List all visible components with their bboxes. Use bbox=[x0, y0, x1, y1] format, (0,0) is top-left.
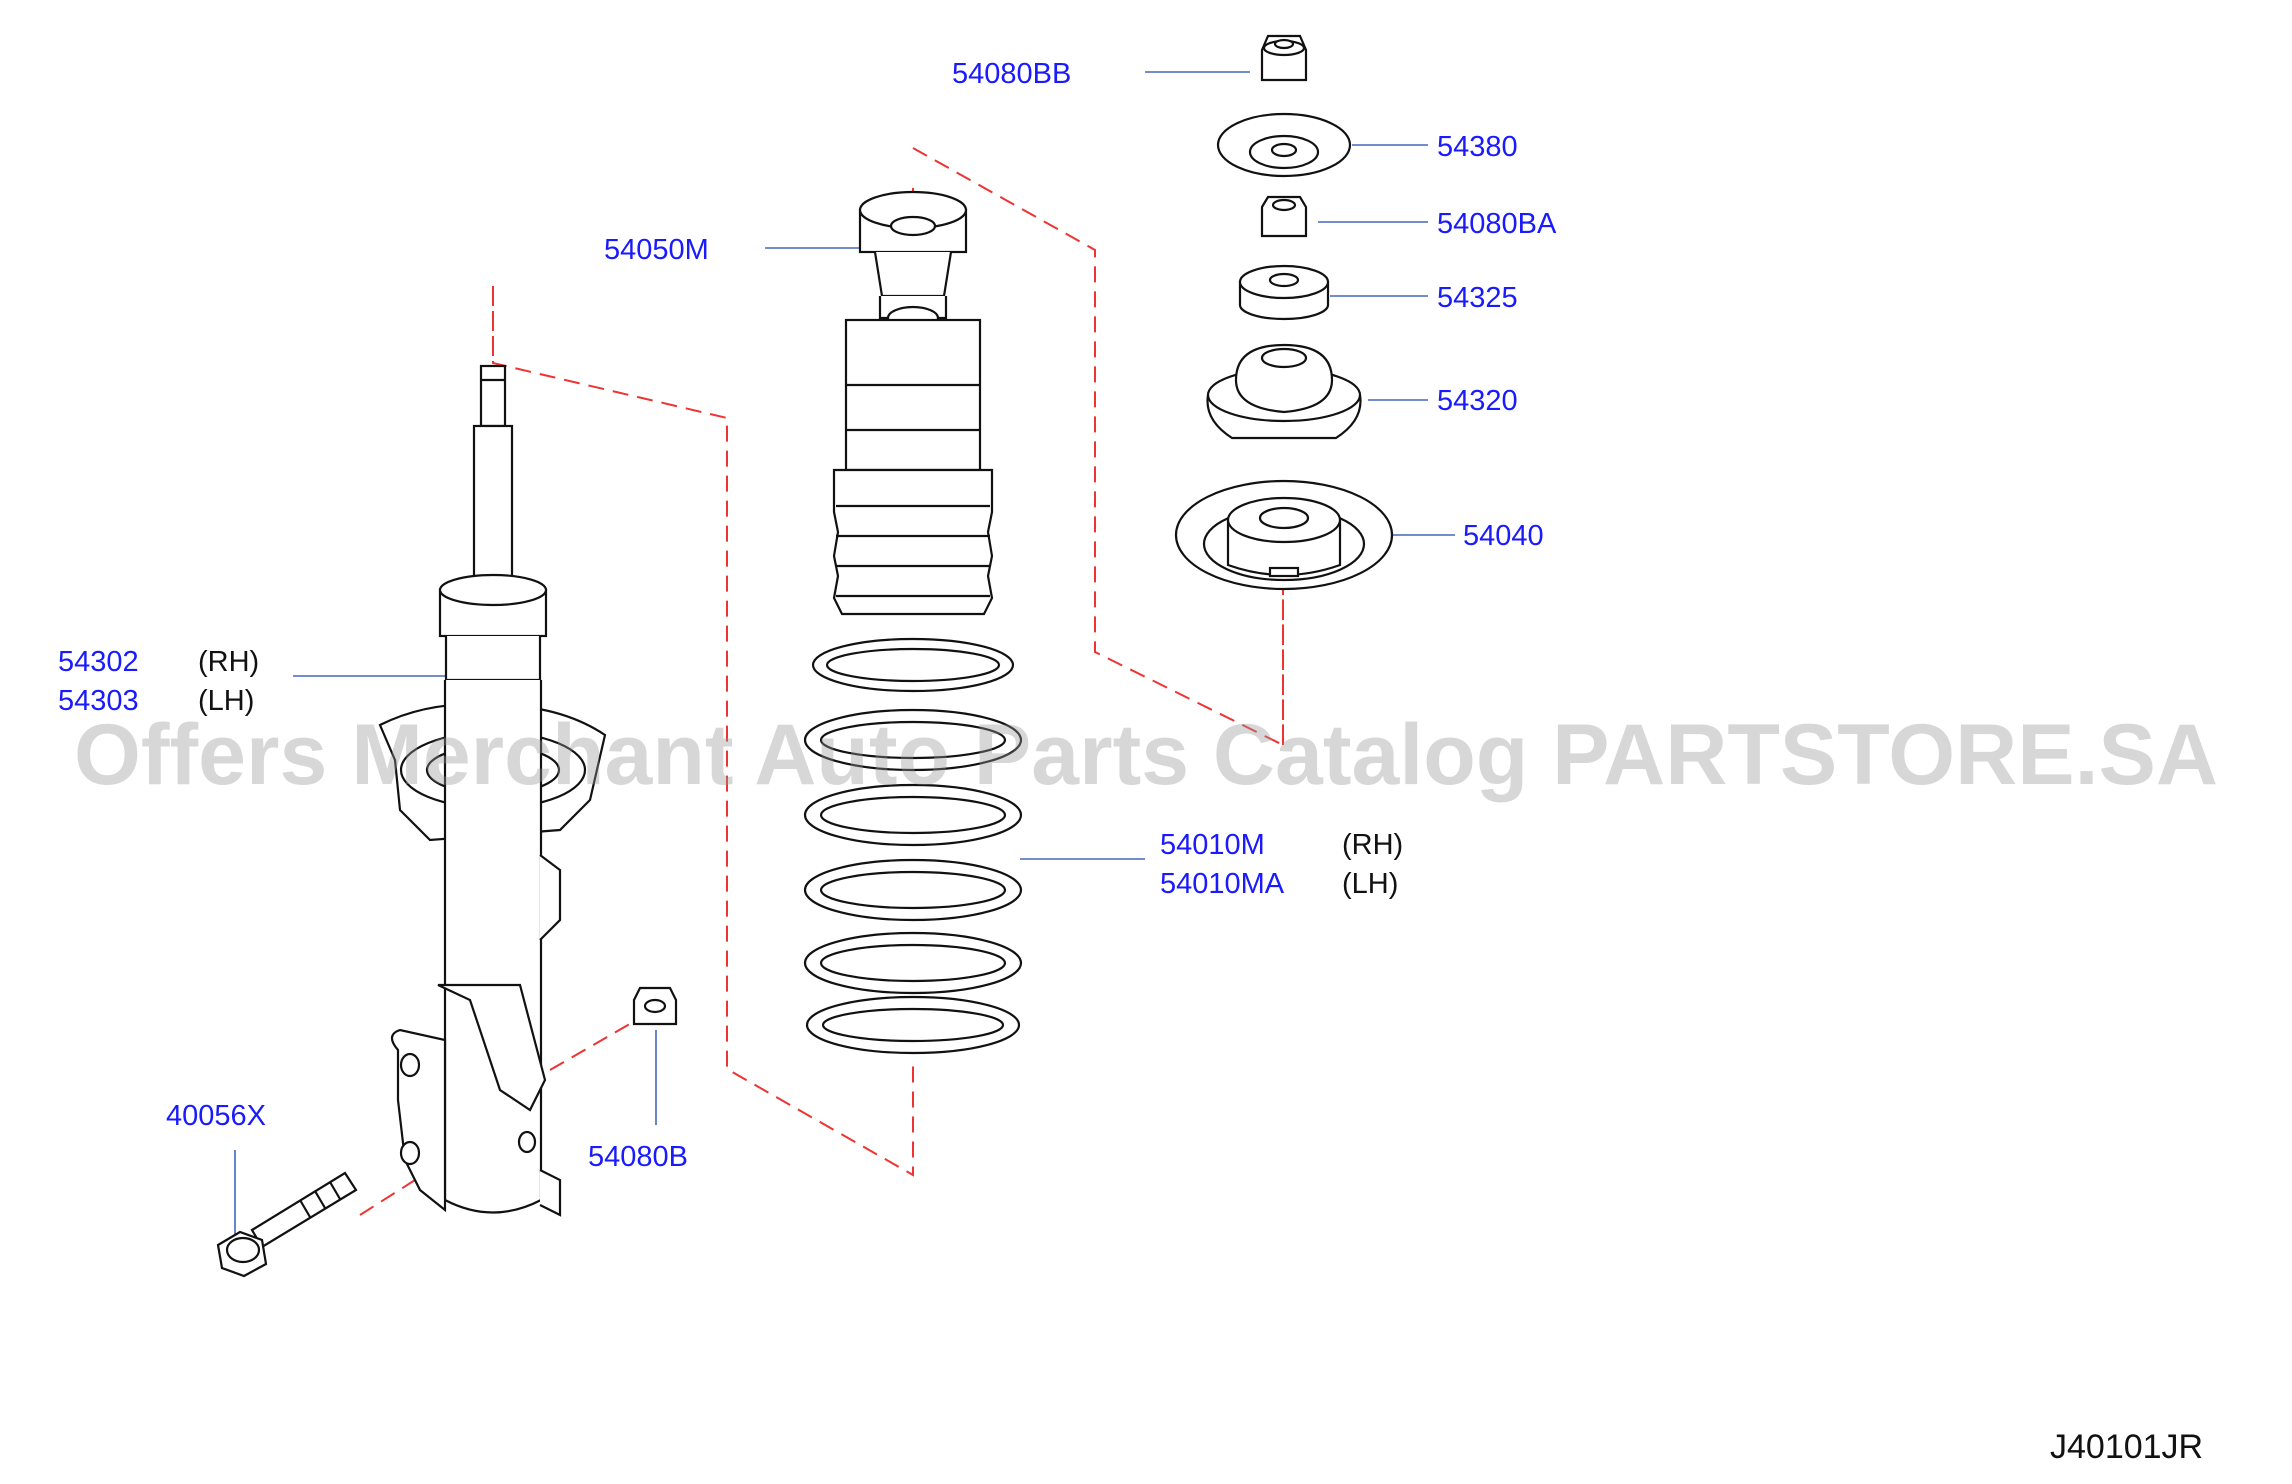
leader-lines bbox=[234, 71, 1455, 1240]
plate-54040-icon bbox=[1174, 479, 1394, 591]
part-shapes bbox=[216, 34, 1394, 1278]
side-label-rh: (RH) bbox=[198, 646, 260, 678]
mount-54320-icon bbox=[1206, 343, 1362, 440]
bushing-54325-icon bbox=[1238, 264, 1330, 321]
part-label-54080b[interactable]: 54080B bbox=[588, 1141, 688, 1173]
part-label-54040[interactable]: 54040 bbox=[1463, 520, 1544, 552]
bolt-40056x-icon bbox=[216, 1171, 358, 1278]
side-label-lh-spring: (LH) bbox=[1342, 868, 1399, 900]
bump-stop-54050m-icon bbox=[832, 190, 994, 616]
strut-54302-icon bbox=[378, 364, 607, 1217]
nut-54080b-icon bbox=[632, 986, 678, 1026]
part-label-54080ba[interactable]: 54080BA bbox=[1437, 208, 1557, 240]
washer-54380-icon bbox=[1216, 112, 1352, 178]
part-label-54302[interactable]: 54302 bbox=[58, 646, 139, 678]
side-label-rh-spring: (RH) bbox=[1342, 829, 1404, 861]
part-label-54380[interactable]: 54380 bbox=[1437, 131, 1518, 163]
diagram-code: J40101JR bbox=[2050, 1428, 2204, 1466]
part-label-54050m[interactable]: 54050M bbox=[604, 234, 709, 266]
side-label-lh: (LH) bbox=[198, 685, 255, 717]
nut-54080ba-icon bbox=[1260, 195, 1308, 238]
part-label-54010ma[interactable]: 54010MA bbox=[1160, 868, 1285, 900]
coil-spring-54010m-icon bbox=[803, 637, 1023, 1055]
part-label-54010m[interactable]: 54010M bbox=[1160, 829, 1265, 861]
nut-54080bb-icon bbox=[1260, 34, 1308, 82]
part-label-54303[interactable]: 54303 bbox=[58, 685, 139, 717]
part-label-54080bb[interactable]: 54080BB bbox=[952, 58, 1072, 90]
part-label-40056x[interactable]: 40056X bbox=[166, 1100, 266, 1132]
assembly-guide-lines bbox=[359, 147, 1284, 1216]
part-label-54320[interactable]: 54320 bbox=[1437, 385, 1518, 417]
part-label-54325[interactable]: 54325 bbox=[1437, 282, 1518, 314]
